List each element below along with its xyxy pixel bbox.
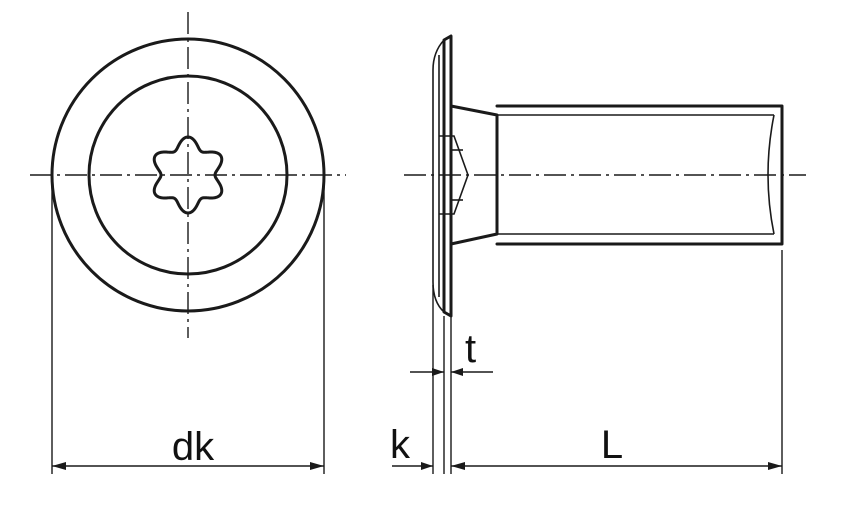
L-label: L [601, 423, 623, 467]
L-arrow-right [768, 462, 782, 470]
t-arrow-right [451, 368, 463, 376]
head-front-view [30, 12, 346, 338]
L-arrow-left [451, 462, 465, 470]
dimensions: dk t k L [51, 180, 783, 474]
countersink-cone [449, 104, 499, 246]
dk-arrow-right [310, 462, 324, 470]
k-label: k [390, 423, 411, 467]
flange-edge [432, 39, 445, 313]
dk-label: dk [172, 425, 215, 469]
t-label: t [465, 327, 476, 371]
t-arrow-left [432, 368, 444, 376]
screw-side-view [404, 34, 806, 318]
torx-recess [152, 135, 224, 215]
head-flange [442, 34, 453, 318]
dk-arrow-left [52, 462, 66, 470]
k-arrow [421, 462, 433, 470]
